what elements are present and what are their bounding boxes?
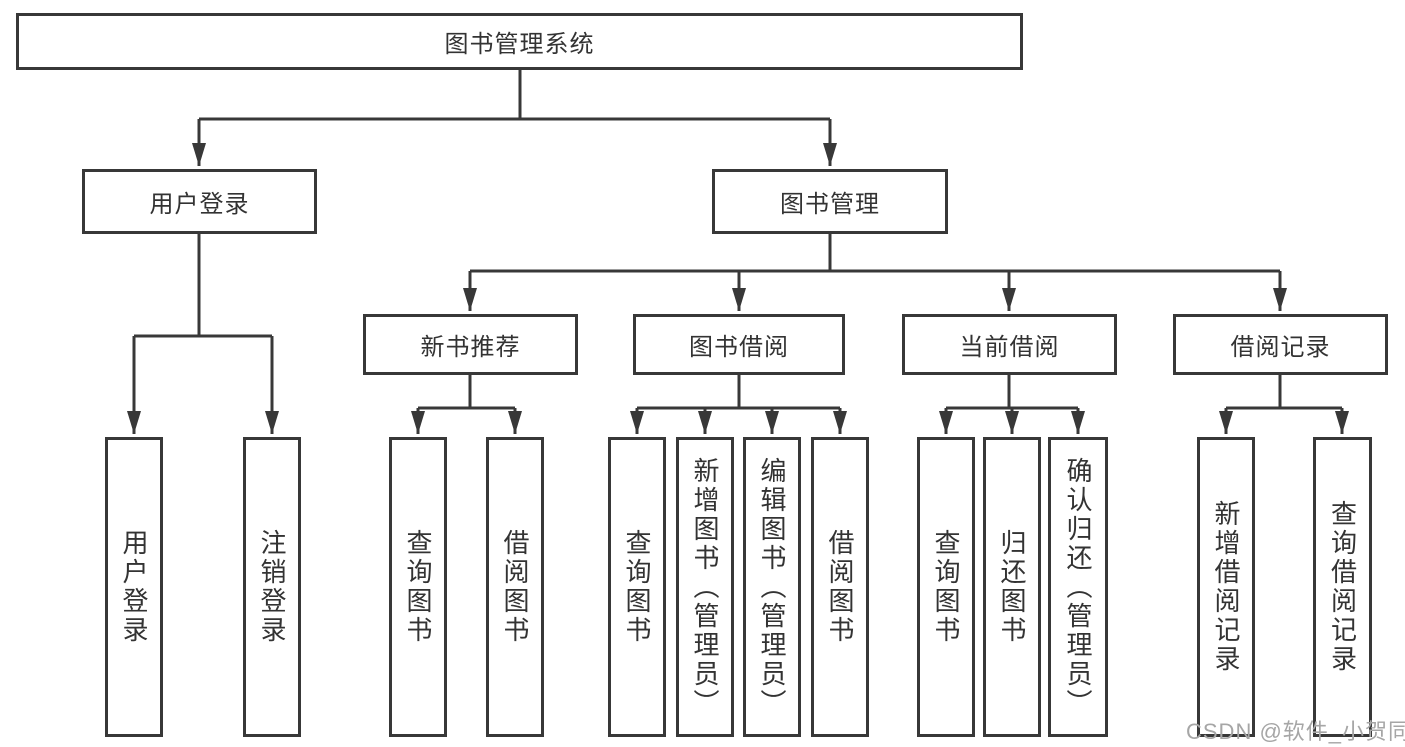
- leaf-query-books-recommend: 查询图书: [389, 437, 447, 737]
- node-current-borrow-label: 当前借阅: [959, 334, 1060, 361]
- leaf-edit-book-admin: 编辑图书（管理员）: [743, 437, 801, 737]
- leaf-confirm-return-admin-label: 确认归还（管理员）: [1063, 456, 1093, 718]
- leaf-query-books-current-label: 查询图书: [931, 529, 961, 645]
- leaf-user-login-label: 用户登录: [119, 529, 149, 645]
- leaf-query-books-borrow: 查询图书: [608, 437, 666, 737]
- node-borrow-records-label: 借阅记录: [1230, 334, 1331, 361]
- leaf-query-books-recommend-label: 查询图书: [403, 529, 433, 645]
- leaf-return-books-label: 归还图书: [997, 529, 1027, 645]
- leaf-user-login: 用户登录: [105, 437, 163, 737]
- leaf-edit-book-admin-label: 编辑图书（管理员）: [757, 456, 787, 718]
- watermark-text: CSDN @软件_小贺同学: [1186, 719, 1405, 744]
- leaf-confirm-return-admin: 确认归还（管理员）: [1048, 437, 1108, 737]
- leaf-logout: 注销登录: [243, 437, 301, 737]
- leaf-query-borrow-record-label: 查询借阅记录: [1327, 500, 1358, 674]
- node-book-borrow: 图书借阅: [633, 314, 845, 375]
- leaf-query-borrow-record: 查询借阅记录: [1313, 437, 1372, 737]
- leaf-logout-label: 注销登录: [257, 529, 287, 645]
- node-root-label: 图书管理系统: [444, 31, 595, 58]
- node-user-login: 用户登录: [82, 169, 317, 234]
- node-new-book-recommend-label: 新书推荐: [420, 334, 521, 361]
- node-book-management-label: 图书管理: [780, 191, 880, 218]
- node-book-management: 图书管理: [712, 169, 948, 234]
- node-new-book-recommend: 新书推荐: [363, 314, 578, 375]
- leaf-add-borrow-record: 新增借阅记录: [1197, 437, 1255, 737]
- node-current-borrow: 当前借阅: [902, 314, 1117, 375]
- leaf-add-book-admin-label: 新增图书（管理员）: [690, 456, 720, 718]
- leaf-add-book-admin: 新增图书（管理员）: [676, 437, 734, 737]
- leaf-borrow-books-recommend: 借阅图书: [486, 437, 544, 737]
- node-borrow-records: 借阅记录: [1173, 314, 1388, 375]
- leaf-query-books-borrow-label: 查询图书: [622, 529, 652, 645]
- leaf-borrow-books: 借阅图书: [811, 437, 869, 737]
- leaf-add-borrow-record-label: 新增借阅记录: [1211, 500, 1241, 674]
- node-root-system: 图书管理系统: [16, 13, 1023, 70]
- leaf-return-books: 归还图书: [983, 437, 1041, 737]
- leaf-query-books-current: 查询图书: [917, 437, 975, 737]
- leaf-borrow-books-label: 借阅图书: [825, 529, 855, 645]
- node-user-login-label: 用户登录: [149, 191, 250, 218]
- node-book-borrow-label: 图书借阅: [689, 334, 789, 361]
- leaf-borrow-books-recommend-label: 借阅图书: [500, 529, 530, 645]
